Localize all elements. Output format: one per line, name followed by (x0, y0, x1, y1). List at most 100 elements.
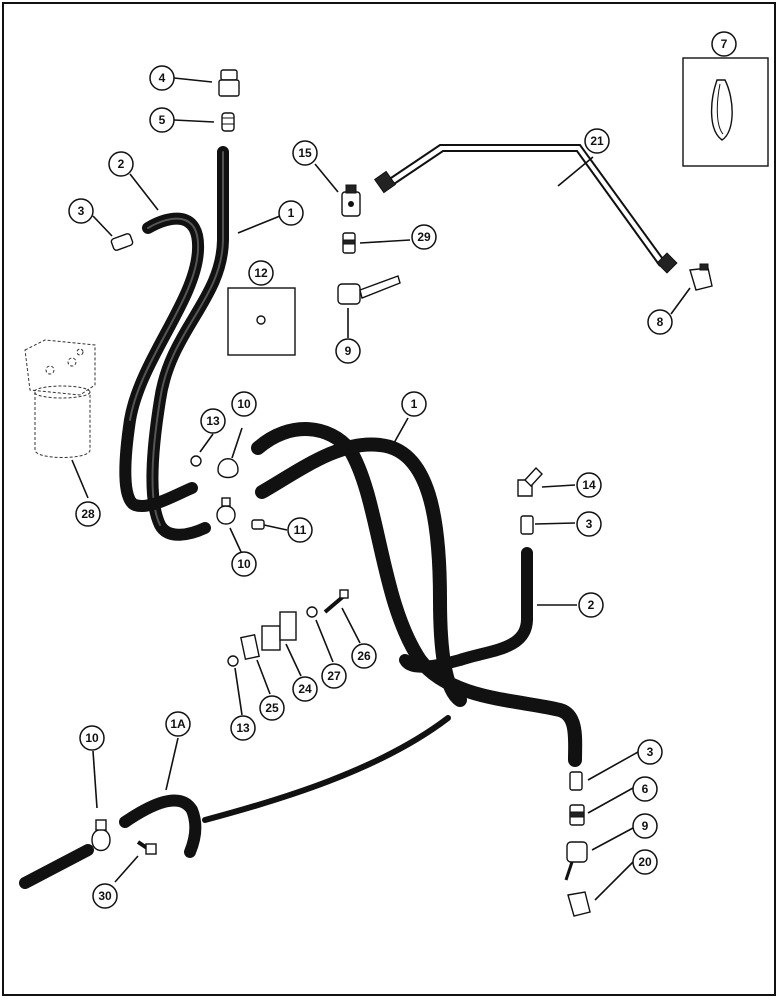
panel-7 (682, 57, 769, 167)
bolt-26 (323, 589, 349, 614)
callout-4: 4 (149, 65, 175, 91)
callout-27: 27 (321, 663, 347, 689)
fitting-5-barb (221, 112, 235, 132)
svg-text:13: 13 (206, 414, 220, 428)
callout-26: 26 (351, 643, 377, 669)
svg-text:14: 14 (582, 478, 596, 492)
fitting-29 (342, 232, 356, 254)
filter-28-dashed (24, 339, 96, 458)
svg-text:8: 8 (657, 315, 664, 329)
panel-12 (227, 287, 296, 356)
callout-2-upper: 2 (108, 151, 134, 177)
svg-text:11: 11 (294, 523, 307, 537)
svg-text:2: 2 (118, 157, 125, 171)
callout-6: 6 (632, 776, 658, 802)
svg-text:10: 10 (85, 731, 99, 745)
svg-text:5: 5 (159, 113, 166, 127)
callout-1A: 1A (165, 711, 191, 737)
svg-text:12: 12 (254, 266, 268, 280)
fitting-3-upper (110, 233, 134, 251)
callout-11: 11 (287, 517, 313, 543)
hose-2-middle (399, 547, 533, 673)
callout-30: 30 (92, 883, 118, 909)
callout-20: 20 (632, 849, 658, 875)
tube-21 (373, 144, 678, 274)
svg-text:28: 28 (81, 507, 95, 521)
svg-text:3: 3 (647, 745, 654, 759)
clamp-10-bottom (91, 819, 111, 852)
callout-14: 14 (576, 472, 602, 498)
callout-15: 15 (292, 140, 318, 166)
callout-28: 28 (75, 501, 101, 527)
fitting-8-elbow (689, 263, 713, 291)
fitting-6 (569, 804, 585, 826)
hose-1-upper (146, 146, 229, 541)
callout-10-upper: 10 (231, 391, 257, 417)
callout-10-middle: 10 (231, 551, 257, 577)
hose-1A (19, 715, 451, 889)
callout-29: 29 (411, 224, 437, 250)
svg-text:21: 21 (590, 134, 604, 148)
fitting-3-lower (569, 771, 583, 791)
svg-text:29: 29 (417, 230, 431, 244)
svg-text:30: 30 (98, 889, 112, 903)
valve-9-lower (564, 841, 588, 881)
callout-5: 5 (149, 107, 175, 133)
svg-text:2: 2 (588, 598, 595, 612)
svg-text:7: 7 (721, 37, 728, 51)
callout-9-upper: 9 (335, 338, 361, 364)
clamp-10-lower (216, 497, 236, 525)
nut-13-upper (190, 455, 202, 467)
svg-text:13: 13 (236, 721, 250, 735)
callout-2-middle: 2 (578, 592, 604, 618)
washer-27 (306, 606, 318, 618)
valve-9-upper (337, 275, 401, 305)
fitting-14-elbow (517, 466, 543, 497)
svg-text:1: 1 (288, 206, 295, 220)
callout-1-middle: 1 (401, 391, 427, 417)
svg-text:20: 20 (638, 855, 652, 869)
svg-text:3: 3 (78, 204, 85, 218)
svg-text:1: 1 (411, 397, 418, 411)
callout-10-lower: 10 (79, 725, 105, 751)
callout-12: 12 (248, 260, 274, 286)
callout-24: 24 (292, 676, 318, 702)
svg-text:9: 9 (642, 819, 649, 833)
svg-text:1A: 1A (170, 717, 186, 731)
svg-text:25: 25 (265, 701, 279, 715)
leader-lines (71, 77, 691, 901)
plate-25 (240, 633, 260, 661)
fitting-4-nut (218, 69, 240, 97)
hose-2-upper (119, 212, 205, 512)
callout-21: 21 (584, 128, 610, 154)
svg-text:4: 4 (159, 71, 166, 85)
svg-text:10: 10 (237, 557, 251, 571)
callout-8: 8 (647, 309, 673, 335)
svg-text:3: 3 (586, 517, 593, 531)
callout-3-middle: 3 (576, 511, 602, 537)
screw-30 (136, 840, 157, 855)
nut-13-lower (227, 655, 239, 667)
fitting-3-middle (520, 515, 534, 535)
clamp-10-upper (217, 458, 239, 479)
callout-13-lower: 13 (230, 715, 256, 741)
hose-1-middle (251, 422, 583, 767)
callout-1-upper: 1 (278, 200, 304, 226)
callout-13-upper: 13 (200, 408, 226, 434)
svg-text:26: 26 (357, 649, 371, 663)
svg-text:10: 10 (237, 397, 251, 411)
svg-text:15: 15 (298, 146, 312, 160)
svg-text:27: 27 (327, 669, 341, 683)
callout-7: 7 (711, 31, 737, 57)
clamp-24 (261, 611, 297, 651)
callout-3-lower: 3 (637, 739, 663, 765)
svg-text:6: 6 (642, 782, 649, 796)
fitting-15-tee (341, 184, 361, 217)
screw-11 (251, 519, 265, 530)
callout-25: 25 (259, 695, 285, 721)
callout-3-upper: 3 (68, 198, 94, 224)
callout-9-lower: 9 (632, 813, 658, 839)
